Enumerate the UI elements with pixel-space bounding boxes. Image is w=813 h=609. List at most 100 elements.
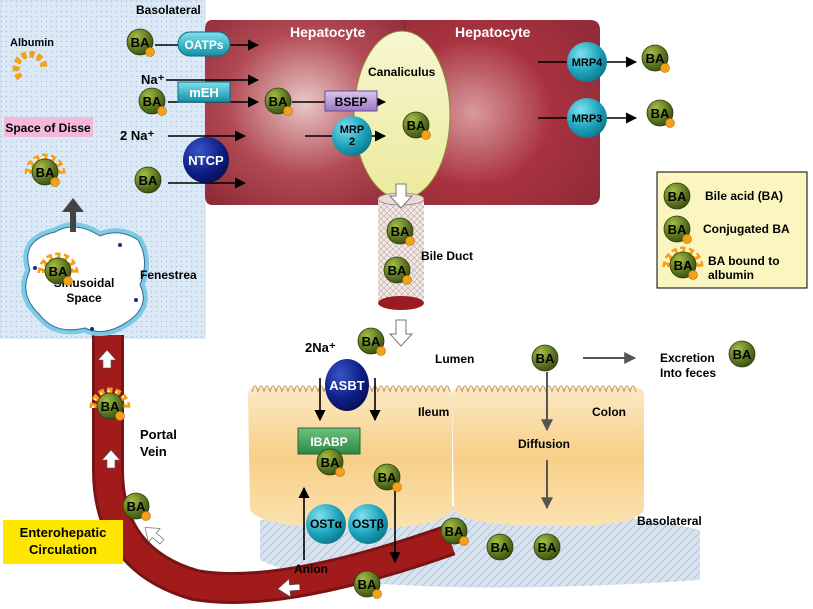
svg-text:BA: BA bbox=[651, 106, 670, 121]
svg-text:BA: BA bbox=[674, 258, 693, 273]
ba-feces: BA bbox=[728, 340, 756, 368]
space-of-disse-label: Space of Disse bbox=[5, 121, 91, 135]
bile-duct bbox=[378, 198, 424, 303]
ba-canaliculus: BA bbox=[402, 111, 431, 140]
svg-text:BA: BA bbox=[101, 399, 120, 414]
ba-meh: BA bbox=[138, 87, 167, 116]
ba-ileum-2: BA bbox=[373, 463, 402, 492]
ba-albumin-portal: BA bbox=[89, 387, 131, 421]
ba-lumen-ileum: BA bbox=[357, 327, 386, 356]
svg-text:OATPs: OATPs bbox=[184, 38, 223, 52]
duct-to-lumen-arrow bbox=[388, 319, 414, 347]
fenestrea-label: Fenestrea bbox=[140, 268, 197, 282]
ba-mrp3: BA bbox=[646, 99, 675, 128]
colon bbox=[452, 388, 644, 527]
hepatocyte-left bbox=[205, 20, 405, 205]
hepatocyte-right-label: Hepatocyte bbox=[455, 24, 531, 40]
svg-text:ASBT: ASBT bbox=[329, 378, 364, 393]
two-na-label: 2 Na⁺ bbox=[120, 128, 154, 143]
bile-duct-label: Bile Duct bbox=[421, 249, 473, 263]
svg-text:BA: BA bbox=[362, 334, 381, 349]
space-of-disse-label-bg bbox=[4, 117, 93, 137]
svg-text:BA: BA bbox=[127, 499, 146, 514]
svg-text:BA: BA bbox=[269, 94, 288, 109]
svg-text:BA: BA bbox=[668, 189, 687, 204]
svg-text:mEH: mEH bbox=[189, 85, 219, 100]
bsep-transporter: BSEP bbox=[324, 90, 378, 112]
asbt-transporter: ASBT bbox=[325, 359, 369, 411]
legend-ba-albumin: BA bbox=[662, 246, 704, 280]
svg-text:BA: BA bbox=[36, 165, 55, 180]
svg-text:BA: BA bbox=[378, 470, 397, 485]
ostb-transporter: OSTβ bbox=[348, 504, 388, 544]
ba-albumin-disse: BA bbox=[24, 153, 66, 187]
svg-text:BSEP: BSEP bbox=[335, 95, 368, 109]
svg-text:MRP3: MRP3 bbox=[572, 113, 603, 125]
svg-text:BA: BA bbox=[321, 455, 340, 470]
svg-text:OSTα: OSTα bbox=[310, 517, 343, 531]
colon-label: Colon bbox=[592, 405, 626, 419]
svg-text:OSTβ: OSTβ bbox=[352, 517, 384, 531]
svg-text:BA: BA bbox=[143, 94, 162, 109]
ba-mrp4: BA bbox=[641, 44, 670, 73]
svg-text:BA: BA bbox=[49, 264, 68, 279]
legend-ba-plain: BA bbox=[663, 182, 691, 210]
ba-ileum-1: BA bbox=[316, 448, 345, 477]
bile-duct-opening bbox=[378, 296, 424, 310]
svg-text:BA: BA bbox=[491, 540, 510, 555]
meh-transporter: mEH bbox=[177, 81, 231, 103]
svg-text:BA: BA bbox=[733, 347, 752, 362]
svg-text:BA: BA bbox=[536, 351, 555, 366]
canaliculus-to-duct-arrow bbox=[388, 183, 414, 209]
ba-portal-2: BA bbox=[440, 517, 469, 546]
basolateral-top-label: Basolateral bbox=[136, 3, 201, 17]
mrp4-transporter: MRP4 bbox=[567, 42, 607, 82]
canaliculus bbox=[353, 30, 451, 200]
ba-bile-duct-1: BA bbox=[386, 217, 415, 246]
ntcp-transporter: NTCP bbox=[183, 137, 229, 183]
ba-hepatocyte: BA bbox=[264, 87, 293, 116]
mrp3-transporter: MRP3 bbox=[567, 98, 607, 138]
svg-text:BA: BA bbox=[538, 540, 557, 555]
ileum-label: Ileum bbox=[418, 405, 449, 419]
svg-text:BA: BA bbox=[388, 263, 407, 278]
svg-text:BA: BA bbox=[358, 577, 377, 592]
svg-text:BA: BA bbox=[668, 222, 687, 237]
bile-acid-molecules: BA BA BA BA BA BA BA BA BA BA BA BA BA BA BA BA BA BA BA BA… bbox=[12, 28, 756, 599]
canaliculus-label: Canaliculus bbox=[368, 65, 436, 79]
enterohepatic-label-bg bbox=[3, 520, 123, 564]
basolateral-bottom-label: Basolateral bbox=[637, 514, 702, 528]
portal-vein-flow-arrows bbox=[97, 349, 301, 598]
two-na-ileum-label: 2Na⁺ bbox=[305, 340, 336, 355]
svg-text:BA: BA bbox=[646, 51, 665, 66]
ba-basolateral-2: BA bbox=[533, 533, 561, 561]
legend-label-conjugated: Conjugated BA bbox=[703, 222, 790, 236]
oatps-transporter: OATPs bbox=[177, 31, 231, 57]
hepatocyte-left-label: Hepatocyte bbox=[290, 24, 366, 40]
svg-text:BA: BA bbox=[407, 118, 426, 133]
ba-ntcp: BA bbox=[134, 166, 162, 194]
ba-oatps: BA bbox=[126, 28, 155, 57]
ba-albumin-sinusoid: BA bbox=[37, 252, 79, 286]
legend-ba-conjugated: BA bbox=[663, 215, 692, 244]
sinusoid-up-arrow bbox=[62, 198, 84, 232]
svg-text:BA: BA bbox=[445, 524, 464, 539]
svg-text:BA: BA bbox=[391, 224, 410, 239]
ba-basolateral-1: BA bbox=[486, 533, 514, 561]
svg-text:BA: BA bbox=[139, 173, 158, 188]
ba-portal-3: BA bbox=[353, 570, 382, 599]
svg-text:IBABP: IBABP bbox=[310, 435, 347, 449]
ba-bile-duct-2: BA bbox=[383, 256, 412, 285]
albumin-icon bbox=[12, 50, 48, 81]
ba-lumen-colon: BA bbox=[531, 344, 559, 372]
albumin-label: Albumin bbox=[10, 37, 54, 49]
svg-text:MRP4: MRP4 bbox=[572, 57, 603, 69]
